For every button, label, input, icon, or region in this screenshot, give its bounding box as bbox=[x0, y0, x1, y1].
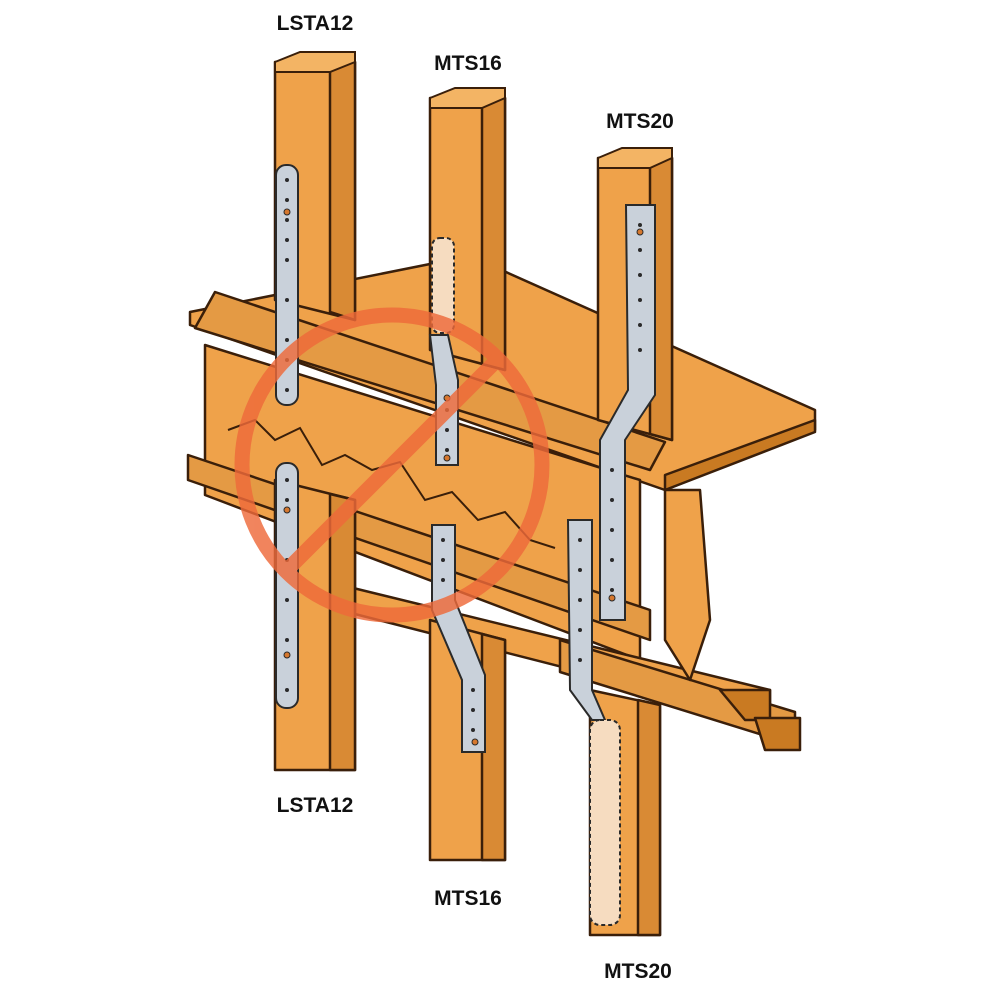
stud-mts16-lower-side bbox=[480, 632, 507, 862]
stud-mts16-upper-side bbox=[480, 96, 507, 372]
prohibition-sign bbox=[234, 307, 550, 623]
joist-end-lower-2 bbox=[753, 716, 802, 752]
strap-screws bbox=[283, 208, 644, 746]
label-mts16-top: MTS16 bbox=[434, 52, 502, 75]
label-mts20-bottom: MTS20 bbox=[604, 960, 672, 983]
stud-lsta12-lower-side bbox=[328, 492, 357, 772]
strap-mts16-upper bbox=[428, 334, 459, 466]
stud-cap-mts20 bbox=[597, 147, 673, 169]
label-lsta12-bottom: LSTA12 bbox=[277, 794, 354, 817]
subfloor-edge bbox=[663, 418, 817, 492]
stud-mts20-lower-side bbox=[636, 698, 662, 937]
stud-cap-lsta12 bbox=[274, 51, 356, 73]
stud-top-caps bbox=[274, 51, 673, 169]
stud-cap-mts16 bbox=[429, 87, 506, 109]
stud-lsta12-upper-side bbox=[328, 60, 357, 322]
prohibition-ring bbox=[234, 307, 550, 623]
label-mts20-top: MTS20 bbox=[606, 110, 674, 133]
strap-mts20-hidden-lower bbox=[589, 719, 621, 926]
strap-nail-holes bbox=[285, 178, 642, 732]
strap-mts20-upper bbox=[599, 204, 656, 621]
prohibition-slash bbox=[280, 353, 504, 577]
strap-mts16-lower bbox=[431, 524, 486, 753]
strap-mts16-hidden-upper bbox=[431, 237, 455, 334]
label-mts16-bottom: MTS16 bbox=[434, 887, 502, 910]
joist-end bbox=[663, 488, 712, 682]
label-lsta12-top: LSTA12 bbox=[277, 12, 354, 35]
